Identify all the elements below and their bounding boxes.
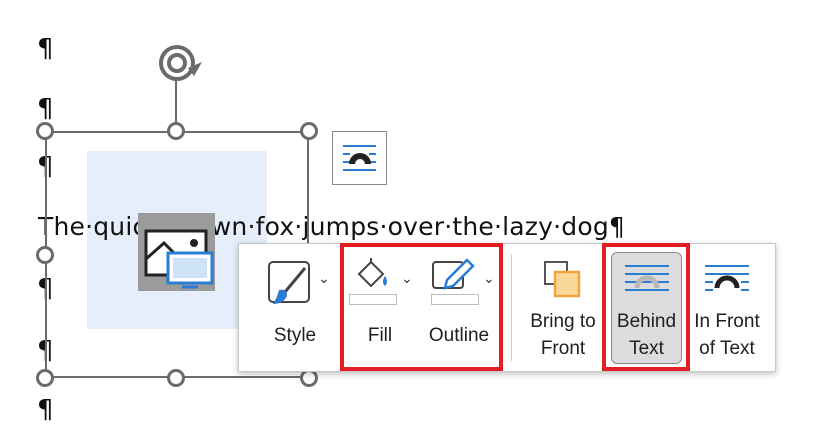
in-front-of-text-label-1: In Front xyxy=(694,311,760,332)
highlight-behind-text xyxy=(602,243,690,371)
behind-text-icon xyxy=(625,265,669,291)
layout-options-icon xyxy=(343,145,376,171)
paragraph-mark: ¶ xyxy=(37,94,54,124)
style-button[interactable]: ⌄ Style xyxy=(255,244,335,371)
picture-format-floatie: ⌄ Style ⌄ Fill ⌄ Outline Bring to Front xyxy=(238,243,776,372)
behind-text-content: Behind Text xyxy=(611,244,682,371)
chevron-down-icon[interactable]: ⌄ xyxy=(483,270,495,286)
paragraph-mark: ¶ xyxy=(37,34,54,64)
behind-text-button[interactable] xyxy=(611,252,682,364)
pencil-outline-icon xyxy=(432,258,475,290)
rotate-handle-icon[interactable] xyxy=(154,42,208,84)
in-front-of-text-icon xyxy=(705,265,749,291)
paint-bucket-icon xyxy=(357,258,387,288)
behind-text-label-2: Text xyxy=(629,338,664,359)
outline-color-swatch xyxy=(431,294,479,305)
fill-button[interactable]: ⌄ Fill xyxy=(345,244,415,371)
body-text[interactable]: The·quick·brown·fox·jumps·over·the·lazy·… xyxy=(38,212,625,241)
resize-handle-top-left[interactable] xyxy=(36,122,54,140)
in-front-of-text-label-2: of Text xyxy=(699,338,755,359)
resize-handle-top-right[interactable] xyxy=(300,122,318,140)
outline-label: Outline xyxy=(428,325,490,346)
resize-handle-bottom-left[interactable] xyxy=(36,369,54,387)
behind-text-label-1: Behind xyxy=(616,311,677,332)
paragraph-mark: ¶ xyxy=(37,395,54,425)
chevron-down-icon: ⌄ xyxy=(318,270,330,286)
resize-handle-left[interactable] xyxy=(36,246,54,264)
bring-to-front-button[interactable]: Bring to Front xyxy=(525,244,601,371)
chevron-down-icon[interactable]: ⌄ xyxy=(401,270,413,286)
toolbar-divider xyxy=(511,254,512,361)
highlight-fill-outline xyxy=(340,243,503,371)
resize-handle-top[interactable] xyxy=(167,122,185,140)
resize-handle-bottom[interactable] xyxy=(167,369,185,387)
shape-style-icon xyxy=(268,261,310,304)
layout-options-button[interactable] xyxy=(332,131,387,185)
bring-to-front-icon xyxy=(544,261,581,298)
style-label: Style xyxy=(273,325,317,346)
fill-color-swatch xyxy=(349,294,397,305)
bring-to-front-label-2: Front xyxy=(540,338,586,359)
in-front-of-text-button[interactable]: In Front of Text xyxy=(687,244,767,371)
outline-button[interactable]: ⌄ Outline xyxy=(419,244,499,371)
picture-placeholder-icon xyxy=(138,213,215,291)
rotate-connector xyxy=(175,80,177,132)
bring-to-front-label-1: Bring to xyxy=(530,311,596,332)
fill-label: Fill xyxy=(367,325,393,346)
